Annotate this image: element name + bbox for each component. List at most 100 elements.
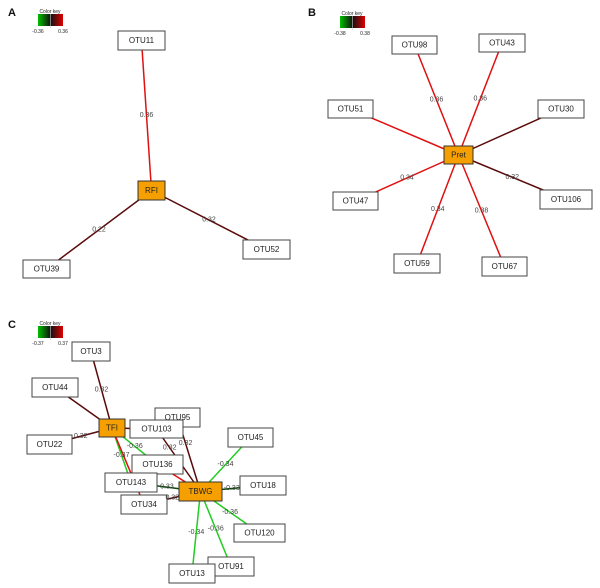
otu-node-otu120[interactable]: OTU120 [233, 523, 286, 543]
node-label: OTU45 [238, 433, 264, 442]
trait-node-pret[interactable]: Pret [443, 145, 474, 165]
node-label: RFI [145, 186, 158, 195]
edge-weight-label: -0.37 [114, 452, 130, 459]
otu-node-otu11[interactable]: OTU11 [117, 30, 166, 51]
otu-node-otu45[interactable]: OTU45 [227, 427, 274, 448]
color-key-max: 0.37 [58, 341, 68, 347]
node-label: OTU91 [218, 562, 244, 571]
edge-tfi-otu3 [90, 351, 113, 429]
edge-weight-label: 0.34 [431, 206, 445, 213]
edge-weight-label: -0.33 [158, 484, 174, 491]
trait-node-tfi[interactable]: TFI [98, 418, 126, 438]
edge-weight-labels: 0.320.32-0.36-0.370.320.32-0.34-0.330.32… [74, 386, 240, 536]
node-label: OTU98 [402, 41, 428, 50]
node-label: Pret [451, 151, 466, 160]
node-label: OTU47 [343, 197, 369, 206]
edge-weight-label: 0.32 [95, 386, 109, 393]
edge-weight-label: -0.34 [188, 529, 204, 536]
edge-rfi-otu11 [140, 40, 153, 191]
otu-node-otu52[interactable]: OTU52 [242, 239, 291, 260]
node-label: OTU18 [250, 481, 276, 490]
otu-node-otu51[interactable]: OTU51 [327, 99, 374, 119]
otu-node-otu136[interactable]: OTU136 [131, 454, 184, 475]
otu-node-otu13[interactable]: OTU13 [168, 563, 216, 584]
edge-weight-label: 0.36 [140, 112, 154, 119]
node-label: TFI [106, 424, 118, 433]
color-key: Color key -0.36 0.36 [32, 9, 68, 35]
edge-pret-otu43 [457, 42, 503, 156]
node-label: OTU103 [141, 425, 172, 434]
otu-node-otu39[interactable]: OTU39 [22, 259, 71, 279]
otu-node-otu106[interactable]: OTU106 [539, 189, 593, 210]
color-key-max: 0.38 [360, 31, 370, 37]
node-label: OTU34 [131, 500, 157, 509]
panel-label: B [308, 7, 316, 19]
color-key-max: 0.36 [58, 29, 68, 35]
otu-node-otu43[interactable]: OTU43 [478, 33, 526, 53]
node-label: OTU43 [489, 39, 515, 48]
edge-weight-label: -0.33 [224, 485, 240, 492]
panel-label: C [8, 319, 16, 331]
edge-weight-label: 0.32 [163, 444, 177, 451]
otu-node-otu98[interactable]: OTU98 [391, 35, 438, 55]
color-key-min: -0.37 [32, 341, 44, 347]
otu-node-otu34[interactable]: OTU34 [120, 494, 168, 515]
otu-node-otu18[interactable]: OTU18 [239, 475, 287, 496]
node-label: OTU120 [244, 529, 275, 538]
color-key-min: -0.36 [32, 29, 44, 35]
trait-node-tbwg[interactable]: TBWG [178, 481, 223, 502]
edge-weight-label: -0.36 [208, 526, 224, 533]
node-label: TBWG [189, 487, 213, 496]
color-key-title: Color key [39, 9, 61, 15]
edge-rfi-otu39 [46, 189, 152, 270]
otu-node-otu3[interactable]: OTU3 [71, 341, 111, 362]
edge-weight-label: -0.36 [127, 443, 143, 450]
edge-weight-label: 0.36 [430, 97, 444, 104]
node-label: OTU3 [80, 347, 102, 356]
node-label: OTU22 [37, 440, 63, 449]
node-label: OTU39 [34, 265, 60, 274]
node-label: OTU51 [338, 105, 364, 114]
edge-pret-otu67 [457, 154, 506, 267]
otu-node-otu143[interactable]: OTU143 [104, 472, 158, 493]
edge-weight-label: 0.38 [475, 207, 489, 214]
color-key-min: -0.38 [334, 31, 346, 37]
edge-weight-label: 0.32 [179, 440, 193, 447]
otu-node-otu44[interactable]: OTU44 [31, 377, 79, 398]
edge-pret-otu59 [416, 154, 460, 264]
otu-node-otu103[interactable]: OTU103 [129, 419, 184, 439]
edge-weight-label: 0.32 [202, 217, 216, 224]
edge-weight-label: 0.34 [400, 175, 414, 182]
node-label: OTU52 [254, 245, 280, 254]
otu-node-otu30[interactable]: OTU30 [537, 99, 585, 119]
otu-node-otu59[interactable]: OTU59 [393, 253, 441, 274]
edge-weight-label: -0.36 [222, 509, 238, 516]
trait-node-rfi[interactable]: RFI [137, 180, 166, 201]
otu-node-otu47[interactable]: OTU47 [332, 191, 379, 211]
edges [46, 40, 267, 270]
edge-tbwg-otu13 [191, 491, 202, 574]
edge-weight-labels: 0.360.220.32 [92, 112, 216, 233]
otu-node-otu22[interactable]: OTU22 [26, 434, 73, 455]
node-label: OTU44 [42, 383, 68, 392]
edge-weight-label: 0.32 [74, 433, 88, 440]
edge-weight-label: 0.36 [473, 96, 487, 103]
edge-tbwg-otu91 [199, 491, 232, 567]
node-label: OTU106 [551, 195, 582, 204]
edge-pret-otu98 [413, 44, 460, 156]
edge-weight-labels: 0.36 0.36 0.34 0.32 0.34 0.38 [400, 96, 519, 215]
edge-weight-label: 0.32 [505, 174, 519, 181]
node-label: OTU143 [116, 478, 147, 487]
node-label: OTU13 [179, 569, 205, 578]
edge-weight-label: -0.34 [218, 461, 234, 468]
node-label: OTU11 [129, 36, 155, 45]
node-label: OTU30 [548, 105, 574, 114]
otu-node-otu67[interactable]: OTU67 [481, 256, 528, 277]
panel-label: A [8, 7, 16, 19]
node-label: OTU95 [165, 413, 191, 422]
